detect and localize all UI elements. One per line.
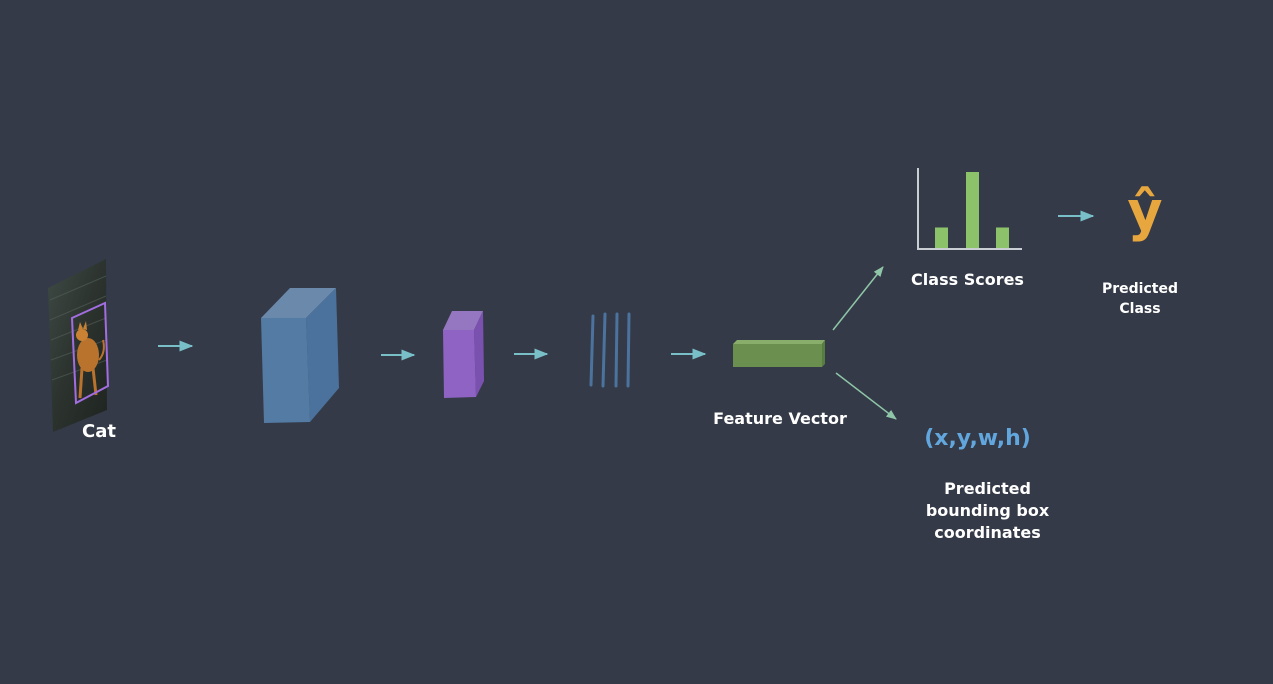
predicted-class-label: Predicted Class xyxy=(1080,279,1200,319)
cat-figure xyxy=(76,321,105,399)
class-score-bar-3 xyxy=(996,227,1009,248)
fc-layers xyxy=(589,312,631,388)
predicted-bbox-line-3: coordinates xyxy=(934,523,1041,542)
predicted-class-line-1: Predicted xyxy=(1102,281,1178,297)
conv-layer-block xyxy=(261,288,339,423)
bbox-coordinates-text: (x,y,w,h) xyxy=(924,426,1031,451)
class-score-bar-2 xyxy=(966,172,979,248)
predicted-class-line-2: Class xyxy=(1119,301,1161,317)
class-score-bar-1 xyxy=(935,227,948,248)
predicted-bbox-line-1: Predicted xyxy=(944,479,1031,498)
predicted-class-symbol: ŷ xyxy=(1127,180,1163,243)
predicted-bbox-label: Predicted bounding box coordinates xyxy=(905,478,1070,544)
arrow-feature-to-scores xyxy=(832,266,884,331)
predicted-bbox-line-2: bounding box xyxy=(925,501,1050,520)
input-image xyxy=(48,259,110,432)
arrow-feature-to-bbox xyxy=(835,372,897,420)
pool-layer-block xyxy=(443,311,484,398)
input-label: Cat xyxy=(82,421,116,442)
detection-box xyxy=(70,301,110,405)
class-scores-chart xyxy=(917,168,1022,250)
feature-vector-bar xyxy=(733,340,825,367)
feature-vector-label: Feature Vector xyxy=(713,409,847,428)
class-scores-label: Class Scores xyxy=(911,270,1024,289)
